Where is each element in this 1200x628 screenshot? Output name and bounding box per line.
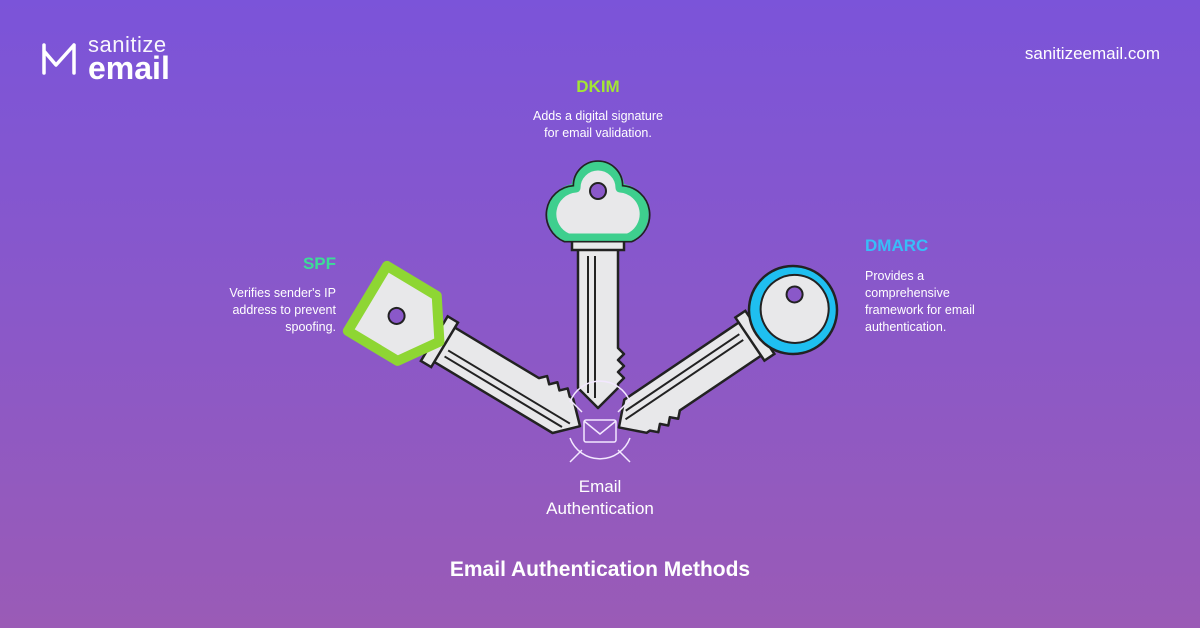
dkim-description: Adds a digital signature for email valid…: [498, 108, 698, 142]
dmarc-title: DMARC: [865, 236, 929, 255]
desc-line: address to prevent: [232, 303, 336, 317]
logo-top-text: sanitize: [88, 32, 167, 57]
logo-bottom-text: email: [88, 50, 170, 86]
spf-description: Verifies sender's IP address to prevent …: [180, 285, 336, 336]
spf-key-icon: [342, 260, 595, 450]
desc-line: for email validation.: [544, 126, 652, 140]
center-label-line2: Authentication: [546, 499, 654, 518]
logo-m-icon: [42, 43, 76, 75]
footer-title: Email Authentication Methods: [449, 558, 751, 581]
dkim-key-icon: [545, 160, 651, 410]
website-link[interactable]: sanitizeemail.com: [1024, 44, 1160, 63]
desc-line: Verifies sender's IP: [229, 286, 336, 300]
dkim-title: DKIM: [576, 77, 620, 96]
desc-line: authentication.: [865, 320, 947, 334]
brand-logo: sanitize email: [40, 34, 170, 84]
dmarc-description: Provides a comprehensive framework for e…: [865, 268, 1035, 336]
desc-line: comprehensive: [865, 286, 950, 300]
spf-title: SPF: [302, 254, 336, 273]
dmarc-key-icon: [603, 264, 839, 451]
desc-line: Adds a digital signature: [533, 109, 663, 123]
center-label: Email Authentication: [500, 476, 700, 520]
center-label-line1: Email: [578, 477, 622, 496]
desc-line: framework for email: [865, 303, 975, 317]
desc-line: spoofing.: [285, 320, 336, 334]
envelope-target-icon: [569, 380, 631, 463]
desc-line: Provides a: [865, 269, 925, 283]
